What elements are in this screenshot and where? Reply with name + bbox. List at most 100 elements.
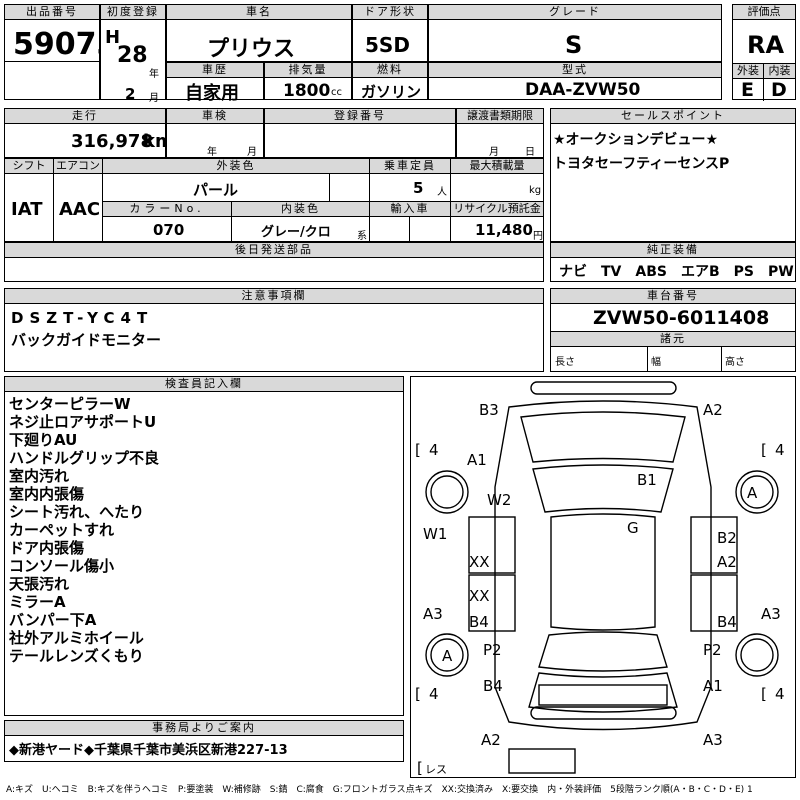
inspector-header: 検査員記入欄: [5, 377, 403, 391]
damage-a1-rear: A1: [703, 677, 723, 695]
inspection-month-unit: 月: [247, 147, 257, 158]
int-color-header: 内装色: [232, 202, 369, 216]
notes-line-1: DSZT-YC4T: [11, 309, 154, 327]
body-outline: [494, 400, 712, 731]
inspection-cell: 車検 年 月: [166, 108, 264, 158]
ext-color-header: 外装色: [103, 159, 369, 173]
damage-wheel-rl: A: [442, 647, 453, 665]
grade-header: グレード: [429, 5, 721, 19]
chassis-no: ZVW50-6011408: [593, 307, 770, 329]
spare-box: [508, 748, 576, 774]
inspector-note: コンソール傷小: [9, 557, 115, 575]
car-name-header: 車名: [167, 5, 351, 19]
svg-text:[: [: [415, 685, 421, 703]
door-cell: ドア形状 5SD: [352, 4, 428, 62]
history-cell: 車歴 自家用: [166, 62, 264, 104]
damage-w1: W1: [423, 525, 447, 543]
max-load-unit: kg: [529, 185, 542, 196]
damage-a1-front: A1: [467, 451, 487, 469]
interior-header: 内装: [764, 64, 795, 78]
damage-b1: B1: [637, 471, 657, 489]
shift-header: シフト: [5, 159, 53, 173]
damage-a3-left: A3: [423, 605, 443, 623]
sales-point-2: トヨタセーフティーセンスP: [553, 156, 730, 172]
mileage: 316,978: [71, 131, 153, 152]
office-text: ◆新港ヤード◆千葉県千葉市美浜区新港227-13: [9, 743, 288, 758]
door-rear-left: [468, 574, 516, 632]
damage-xx-1: XX: [469, 553, 490, 571]
front-bumper-shape: [530, 381, 677, 395]
fuel-header: 燃料: [353, 63, 427, 77]
spec-height-label: 高さ: [725, 357, 745, 368]
grade: S: [565, 31, 583, 59]
mileage-header: 走行: [5, 109, 165, 123]
recycle-header: リサイクル預託金: [451, 202, 543, 216]
rating-cell: 評価点 RA 外装 内装 E D: [732, 4, 796, 101]
history: 自家用: [185, 83, 239, 104]
car-name: プリウス: [207, 37, 296, 62]
interior-score: D: [771, 79, 787, 101]
history-header: 車歴: [167, 63, 263, 77]
reg-month-unit: 月: [149, 93, 159, 104]
reg-no-header: 登録番号: [265, 109, 455, 123]
tire-fl-label: 4: [429, 441, 439, 459]
fuel: ガソリン: [361, 83, 422, 101]
grade-cell: グレード S: [428, 4, 722, 62]
notes-cell: 注意事項欄 DSZT-YC4T バックガイドモニター: [4, 288, 544, 372]
door-type: 5SD: [365, 33, 410, 57]
rear-window-outline: [538, 631, 668, 672]
first-reg-cell: 初度登録 H 28 年 2 月: [100, 4, 166, 104]
rear-bumper-lower: [530, 706, 677, 720]
damage-a2-front: A2: [703, 401, 723, 419]
inspector-note: 社外アルミホイール: [9, 629, 144, 647]
shift-block: シフト エアコン 外装色 乗車定員 最大積載量 IAT AAC パール 5 人 …: [4, 158, 544, 242]
tire-rr-label: 4: [775, 685, 785, 703]
rating-header: 評価点: [733, 5, 795, 19]
svg-text:[: [: [415, 441, 421, 459]
inspection-year-unit: 年: [207, 147, 217, 158]
transfer-month-unit: 月: [489, 147, 499, 158]
damage-a3-right: A3: [761, 605, 781, 623]
capacity: 5: [413, 179, 424, 197]
sales-point-cell: セールスポイント ★オークションデビュー★ トヨタセーフティーセンスP: [550, 108, 796, 242]
displacement-cell: 排気量 1800 cc: [264, 62, 352, 101]
damage-p2-left: P2: [483, 641, 502, 659]
genuine-equipment-cell: 純正装備 ナビ TV ABS エアB PS PW: [550, 242, 796, 282]
inspection-header: 車検: [167, 109, 263, 123]
hood-outline: [520, 411, 686, 463]
inspector-note: シート汚れ、へたり: [9, 503, 145, 521]
rating: RA: [747, 31, 785, 59]
reg-month: 2: [125, 85, 136, 103]
int-color: グレー/クロ: [261, 225, 331, 240]
spec-width-label: 幅: [651, 357, 661, 368]
displacement: 1800: [283, 81, 331, 101]
svg-text:[: [: [761, 441, 767, 459]
spare-label: レス: [425, 763, 447, 776]
later-parts-header: 後日発送部品: [5, 243, 543, 257]
damage-a3-rear: A3: [703, 731, 723, 749]
first-reg-header: 初度登録: [101, 5, 165, 19]
displacement-unit: cc: [331, 87, 342, 98]
inspector-note: カーペットすれ: [9, 521, 115, 539]
windshield-outline: [532, 464, 674, 513]
damage-wheel-fr: A: [747, 484, 758, 502]
color-no: 070: [153, 221, 185, 239]
legend-footer: A:キズ U:ヘコミ B:キズを伴うヘコミ P:要塗装 W:補修跡 S:錆 C:…: [6, 785, 753, 795]
notes-header: 注意事項欄: [5, 289, 543, 303]
damage-w2: W2: [487, 491, 511, 509]
inspector-note: 下廻りAU: [9, 431, 78, 449]
lot-number: 59073: [13, 27, 118, 62]
reg-year-unit: 年: [149, 69, 159, 80]
max-load-header: 最大積載量: [451, 159, 543, 173]
office-cell: 事務局よりご案内 ◆新港ヤード◆千葉県千葉市美浜区新港227-13: [4, 720, 404, 762]
damage-a2-right: A2: [717, 553, 737, 571]
genuine-equipment-header: 純正装備: [551, 243, 795, 257]
tire-fr-label: 4: [775, 441, 785, 459]
inspector-note: バンパー下A: [9, 611, 97, 629]
damage-xx-2: XX: [469, 587, 490, 605]
recycle: 11,480: [475, 221, 533, 239]
reg-no-cell: 登録番号: [264, 108, 456, 158]
car-name-cell: 車名 プリウス: [166, 4, 352, 62]
inspector-note: 室内汚れ: [9, 467, 70, 485]
damage-g: G: [627, 519, 639, 537]
